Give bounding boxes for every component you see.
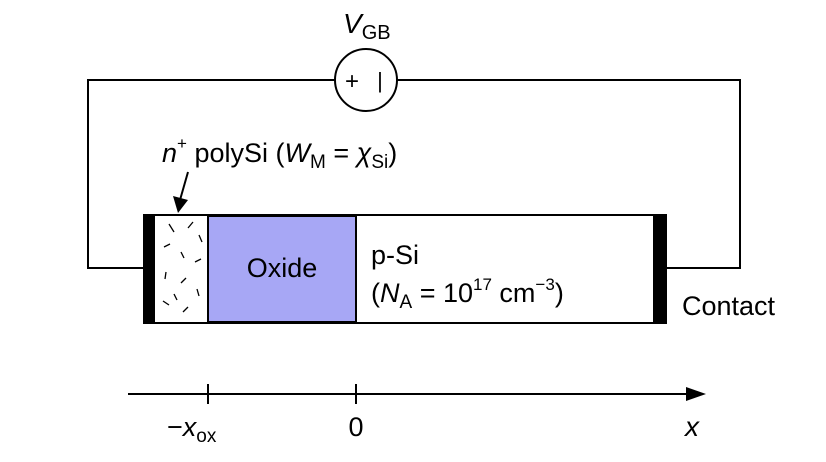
gate-label: n+ polySi (WM = χSi) — [162, 134, 397, 173]
right-wire — [397, 79, 741, 269]
oxide-region — [207, 215, 357, 323]
x-axis-label: x — [683, 411, 700, 442]
contact-label: Contact — [682, 291, 776, 321]
voltage-source — [334, 48, 398, 112]
gate-arrow-head — [173, 196, 188, 213]
gate-arrow-shaft — [179, 171, 189, 201]
oxide-label: Oxide — [247, 253, 318, 283]
tick-label-zero: 0 — [348, 412, 363, 442]
source-label: VGB — [343, 8, 391, 44]
polysilicon-region — [162, 221, 203, 313]
silicon-label: p-Si — [371, 240, 419, 270]
source-minus-sign: | — [377, 68, 383, 93]
source-plus-sign: + — [345, 68, 359, 95]
x-axis-arrowhead — [686, 387, 706, 401]
right-contact — [653, 214, 667, 324]
left-wire — [87, 79, 335, 269]
tick-label-minus-xox: −xox — [167, 412, 217, 447]
left-contact — [143, 214, 155, 324]
doping-label: (NA = 1017 cm−3) — [371, 275, 564, 313]
